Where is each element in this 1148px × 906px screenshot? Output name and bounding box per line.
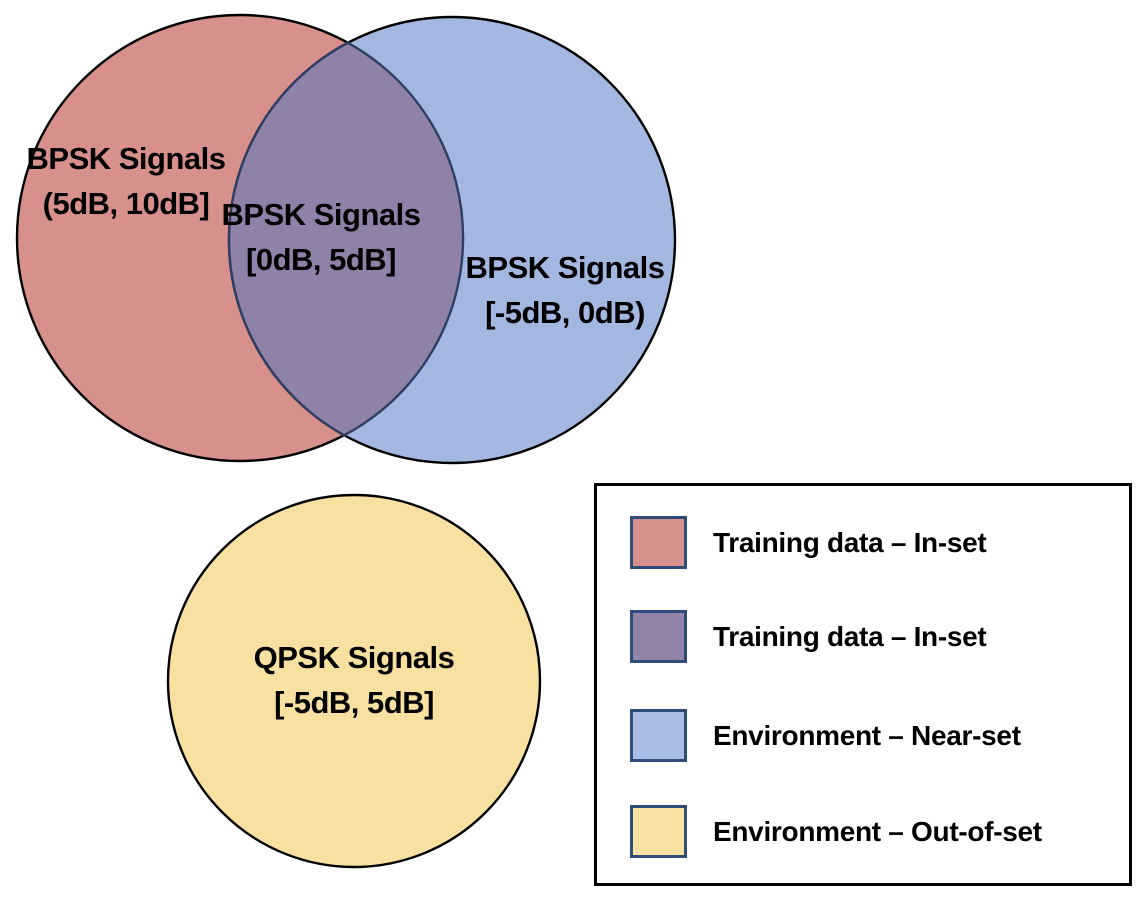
legend-swatch-training-in-set-overlap xyxy=(630,610,687,663)
label-near-set-line2: [-5dB, 0dB) xyxy=(485,295,645,330)
legend-item-training-in-set: Training data – In-set xyxy=(630,516,987,569)
legend-label-training-in-set-overlap: Training data – In-set xyxy=(713,620,987,652)
venn-overlap-region xyxy=(229,42,464,436)
label-out-of-set: QPSK Signals [-5dB, 5dB] xyxy=(254,635,455,725)
legend-item-environment-out-of-set: Environment – Out-of-set xyxy=(630,805,1042,858)
label-out-of-set-line1: QPSK Signals xyxy=(253,640,455,675)
label-overlap: BPSK Signals [0dB, 5dB] xyxy=(221,192,422,282)
legend-swatch-environment-near-set xyxy=(630,709,687,762)
label-near-set-line1: BPSK Signals xyxy=(465,250,666,285)
legend-swatch-environment-out-of-set xyxy=(630,805,687,858)
label-training-in-set-line2: (5dB, 10dB] xyxy=(42,186,210,221)
label-training-in-set-line1: BPSK Signals xyxy=(26,141,227,176)
label-overlap-line1: BPSK Signals xyxy=(221,197,422,232)
legend-swatch-training-in-set xyxy=(630,516,687,569)
label-near-set: BPSK Signals [-5dB, 0dB) xyxy=(465,245,666,335)
legend-label-environment-out-of-set: Environment – Out-of-set xyxy=(713,815,1042,847)
label-overlap-line2: [0dB, 5dB] xyxy=(246,242,397,277)
label-out-of-set-line2: [-5dB, 5dB] xyxy=(274,685,434,720)
legend-item-training-in-set-overlap: Training data – In-set xyxy=(630,610,987,663)
legend: Training data – In-set Training data – I… xyxy=(594,483,1132,886)
legend-label-training-in-set: Training data – In-set xyxy=(713,526,987,558)
venn-circle-out-of-set xyxy=(168,495,540,867)
venn-overlap-outline xyxy=(227,41,465,437)
label-training-in-set: BPSK Signals (5dB, 10dB] xyxy=(26,136,227,226)
legend-label-environment-near-set: Environment – Near-set xyxy=(713,719,1021,751)
venn-circle-out-of-set-outline xyxy=(166,493,542,869)
legend-item-environment-near-set: Environment – Near-set xyxy=(630,709,1021,762)
